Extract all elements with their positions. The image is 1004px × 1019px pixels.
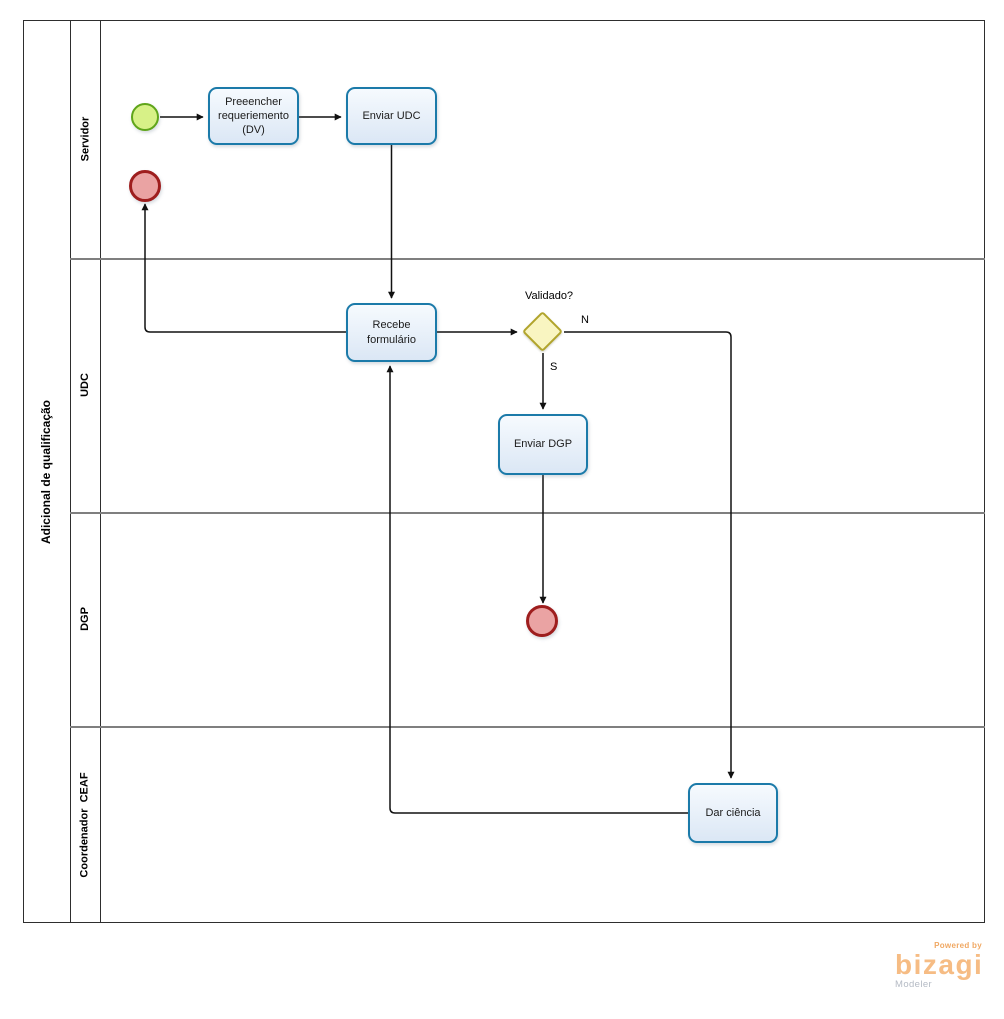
pool-title-divider [70,20,71,923]
modeler-label: Modeler [895,979,933,990]
task-label: Dar ciência [705,806,761,819]
lane-label-divider [100,20,101,923]
lane-divider-dgp-ceaf [70,726,985,728]
task-label: Enviar UDC [362,109,421,122]
task-recebe-formulario[interactable]: Recebe formulário [346,303,437,362]
task-enviar-udc[interactable]: Enviar UDC [346,87,437,145]
task-dar-ciencia[interactable]: Dar ciência [688,783,778,843]
powered-by-label: Powered by [934,941,982,950]
lane-dgp: DGP [70,512,100,726]
flow-label-s: S [550,361,558,373]
lane-divider-servidor-udc [70,258,985,260]
lane-udc: UDC [70,258,100,512]
bizagi-branding: Powered by bizagi Modeler [895,942,985,990]
lane-label-servidor: Servidor [79,116,92,162]
start-event[interactable] [131,103,159,131]
pool-title: Adicional de qualificação [39,399,54,544]
lane-coordenador-ceaf: Coordenador CEAF [70,726,100,923]
task-label: Preeencher requeriemento (DV) [218,95,289,137]
pool-border [23,20,985,923]
task-label: Recebe formulário [367,319,416,346]
lane-label-udc: UDC [79,373,91,397]
lane-label-dgp: DGP [79,607,91,631]
lane-divider-udc-dgp [70,512,985,514]
bizagi-logo: bizagi [895,949,984,980]
task-preencher-requerimento[interactable]: Preeencher requeriemento (DV) [208,87,299,145]
gateway-question-label: Validado? [524,290,574,302]
end-event-servidor[interactable] [129,170,161,202]
end-event-dgp[interactable] [526,605,558,637]
flow-label-n: N [581,314,589,326]
task-enviar-dgp[interactable]: Enviar DGP [498,414,588,475]
lane-label-coordenador-ceaf: Coordenador CEAF [79,771,91,878]
pool-title-cell: Adicional de qualificação [23,20,70,923]
lane-servidor: Servidor [70,20,100,258]
task-label: Enviar DGP [513,438,573,451]
